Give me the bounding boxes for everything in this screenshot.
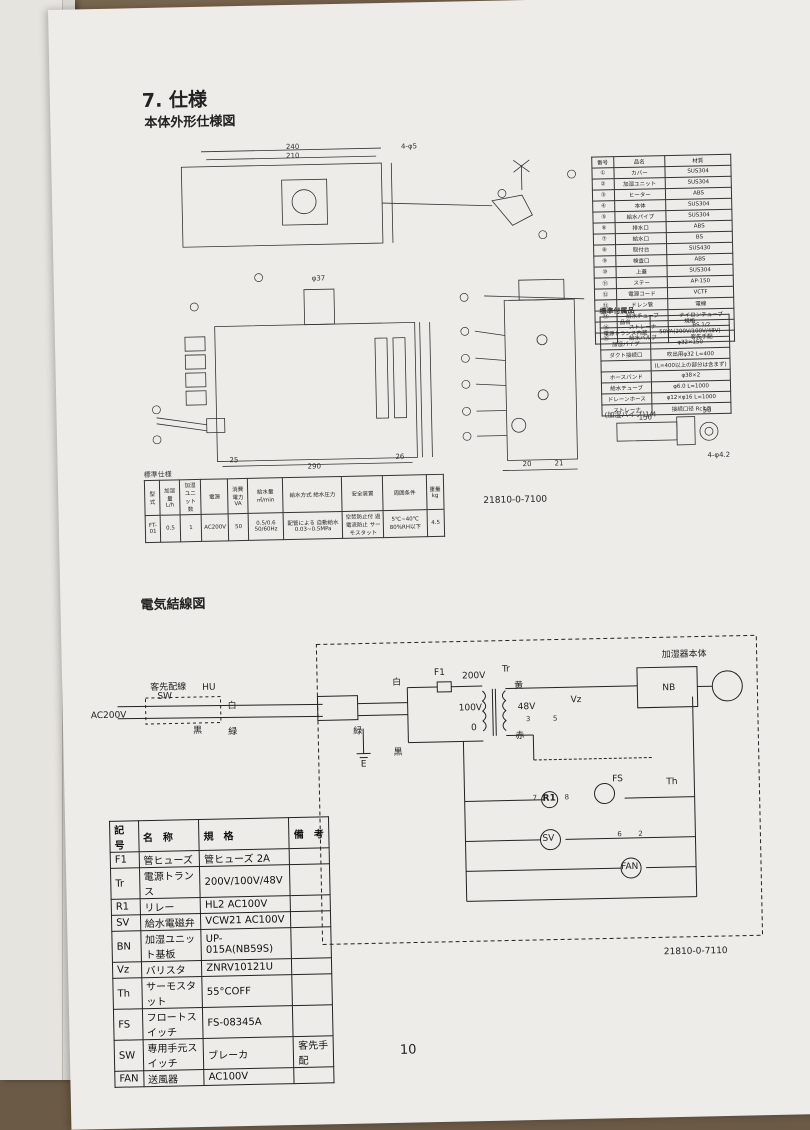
- v48-label: 48V: [518, 702, 536, 712]
- sw-label: SW: [157, 692, 172, 702]
- th-label: Th: [666, 777, 677, 787]
- node-3: 3: [526, 715, 531, 723]
- tr-label: Tr: [502, 664, 510, 674]
- v100-label: 100V: [459, 703, 483, 713]
- fan-label: FAN: [621, 862, 638, 872]
- v0-label: 0: [471, 723, 477, 733]
- fan-ring: [712, 671, 743, 702]
- nb-label: NB: [662, 683, 675, 693]
- node-8: 8: [565, 793, 570, 801]
- sv-label: SV: [542, 834, 554, 844]
- hu-label: HU: [202, 683, 216, 693]
- v200-label: 200V: [462, 671, 486, 681]
- float-switch: [594, 783, 614, 803]
- fs-label: FS: [612, 774, 623, 784]
- green-wire-label-1: 緑: [228, 724, 237, 737]
- node-2: 2: [638, 830, 643, 838]
- document-page: 7. 仕様 本体外形仕様図: [48, 0, 810, 1130]
- red-wire-label: 赤: [515, 728, 524, 741]
- r1-label: R1: [543, 794, 556, 804]
- black-wire-label-2: 黒: [393, 745, 402, 758]
- ac200v-label: AC200V: [91, 711, 127, 722]
- transformer-secondary: [502, 691, 506, 731]
- white-wire-label-2: 白: [392, 675, 401, 688]
- node-5: 5: [553, 714, 558, 722]
- page-number: 10: [400, 1043, 417, 1058]
- ground-label: E: [361, 759, 367, 769]
- white-wire-label-1: 白: [227, 698, 236, 711]
- node-7: 7: [533, 794, 538, 802]
- green-wire-label-2: 緑: [353, 724, 362, 737]
- node-6: 6: [617, 830, 622, 838]
- yellow-wire-label: 黄: [514, 678, 523, 691]
- unit-boundary: [316, 635, 762, 944]
- fuse-f1: [437, 682, 451, 692]
- unit-label: 加湿器本体: [661, 646, 706, 660]
- fuse-label: F1: [434, 668, 445, 678]
- drawing-number-2: 21810-0-7110: [664, 946, 728, 957]
- black-wire-label-1: 黒: [193, 723, 202, 736]
- transformer-primary: [482, 691, 486, 731]
- vz-label: Vz: [570, 695, 581, 705]
